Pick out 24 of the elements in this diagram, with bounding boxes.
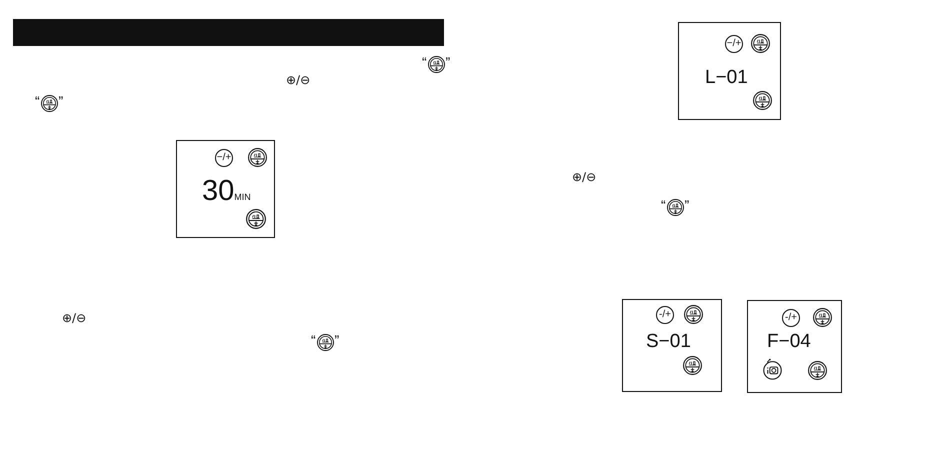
unit-label: MIN: [234, 193, 251, 202]
plus-minus-signs: ⊕/⊖: [572, 171, 596, 183]
quote-mark: ”: [446, 55, 450, 69]
plus-minus-signs: ⊕/⊖: [62, 312, 86, 324]
minus-plus-button: -/+: [656, 306, 674, 324]
display-screen: [176, 140, 275, 238]
quote-mark: “: [661, 198, 666, 212]
display-code: S−01: [646, 332, 691, 351]
quote-mark: “: [35, 94, 40, 108]
minus-plus-button: -/+: [782, 309, 800, 327]
display-reading: 30: [202, 177, 234, 206]
plus-minus-signs: ⊕/⊖: [286, 74, 310, 86]
quote-mark: ”: [684, 198, 690, 212]
minus-plus-button: −/+: [215, 149, 233, 167]
quote-mark: ”: [58, 94, 64, 108]
quote-mark: “: [311, 333, 316, 347]
display-screen: [622, 299, 722, 392]
display-code: L−01: [705, 68, 748, 87]
quote-mark: ”: [334, 333, 340, 347]
quote-mark: “: [422, 55, 427, 69]
display-screen: [747, 300, 842, 393]
display-screen: [678, 22, 781, 120]
display-code: F−04: [767, 332, 811, 351]
minus-plus-button: −/+: [725, 35, 743, 53]
